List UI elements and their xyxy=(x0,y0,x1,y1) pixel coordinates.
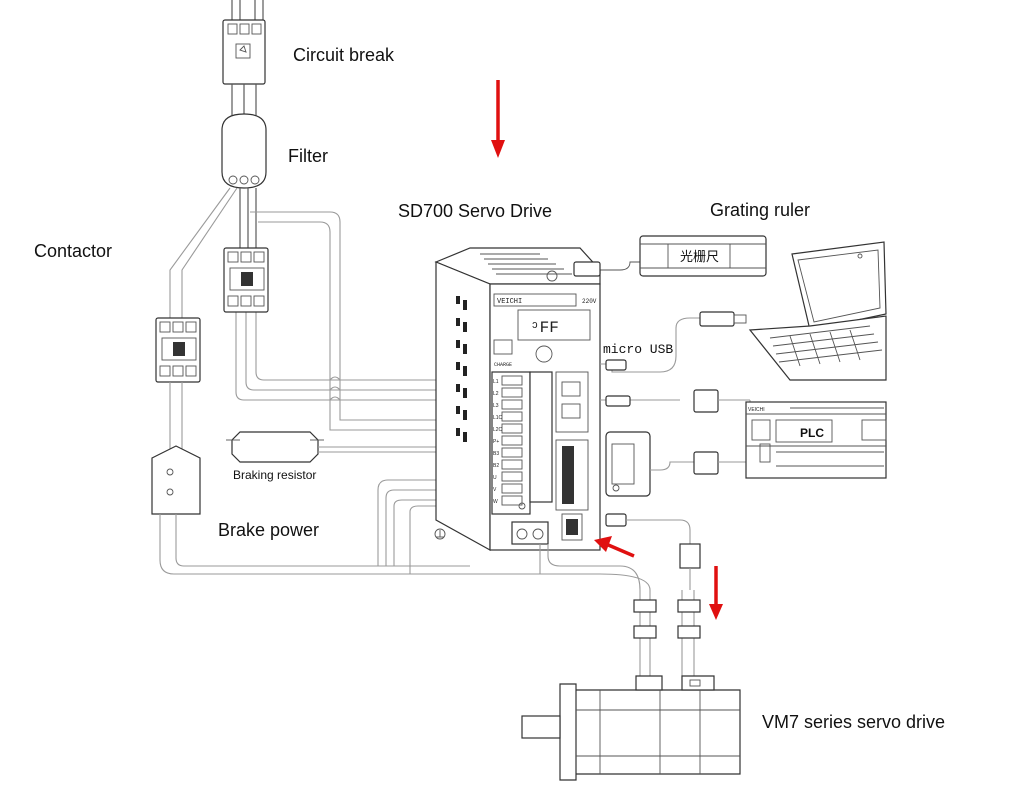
power-input-lines xyxy=(231,0,264,20)
terminal-label: L1 xyxy=(493,379,499,385)
grating-ruler-label: Grating ruler xyxy=(710,200,811,220)
laptop-computer xyxy=(748,241,887,381)
servo-display-readout: ᵓFF xyxy=(530,319,559,337)
grating-ruler-device: 光栅尺 xyxy=(573,235,767,277)
plc-cables xyxy=(600,389,751,497)
braking-resistor-label: Braking resistor xyxy=(233,468,317,482)
svg-text:VEICHI: VEICHI xyxy=(497,298,522,306)
servo-motor-device xyxy=(521,675,741,781)
circuit-breaker-device xyxy=(222,19,266,116)
encoder-cable xyxy=(605,513,701,680)
plc-device: PLC VEICHI xyxy=(745,401,887,479)
servo-motor-label: VM7 series servo drive xyxy=(762,712,946,732)
filter-device xyxy=(221,113,267,189)
terminal-label: L2C xyxy=(493,427,503,433)
terminal-label: V xyxy=(493,487,497,493)
terminal-label: B3 xyxy=(493,451,499,457)
svg-text:CHARGE: CHARGE xyxy=(494,362,512,368)
brake-power-label: Brake power xyxy=(218,520,320,540)
grating-ruler-chinese-label: 光栅尺 xyxy=(680,250,719,265)
arrow-down-icon-encoder xyxy=(709,566,723,620)
servo-drive-device: VEICHI 220V ᵓFF CHARGE L1 L2 L3 L1C L2C xyxy=(434,247,601,552)
terminal-label: L2 xyxy=(493,391,499,397)
terminal-label: L3 xyxy=(493,403,499,409)
braking-resistor-device xyxy=(226,431,470,463)
terminal-label: W xyxy=(493,499,498,505)
terminal-label: B2 xyxy=(493,463,499,469)
terminal-label: U xyxy=(493,475,497,481)
contactor-label: Contactor xyxy=(34,241,113,261)
circuit-break-label: Circuit break xyxy=(293,45,395,65)
motor-power-cable xyxy=(539,544,657,680)
arrow-left-icon-connector xyxy=(594,536,635,558)
micro-usb-label: micro USB xyxy=(603,342,674,357)
servo-drive-label: SD700 Servo Drive xyxy=(398,201,553,221)
terminal-label: L1C xyxy=(493,415,503,421)
svg-text:VEICHI: VEICHI xyxy=(748,407,765,413)
main-power-wires xyxy=(169,187,470,431)
filter-label: Filter xyxy=(288,146,328,166)
plc-label: PLC xyxy=(800,426,824,440)
contactor-upper-device xyxy=(223,247,269,313)
brake-power-device xyxy=(151,445,560,575)
usb-cable xyxy=(600,311,747,373)
terminal-block: L1 L2 L3 L1C L2C P+ B3 B2 U V W xyxy=(493,375,523,506)
arrow-down-icon-top xyxy=(491,80,505,158)
contactor-left-device xyxy=(155,317,201,450)
terminal-label: P+ xyxy=(493,439,499,445)
svg-text:220V: 220V xyxy=(582,298,597,305)
motor-power-wires xyxy=(377,479,470,574)
